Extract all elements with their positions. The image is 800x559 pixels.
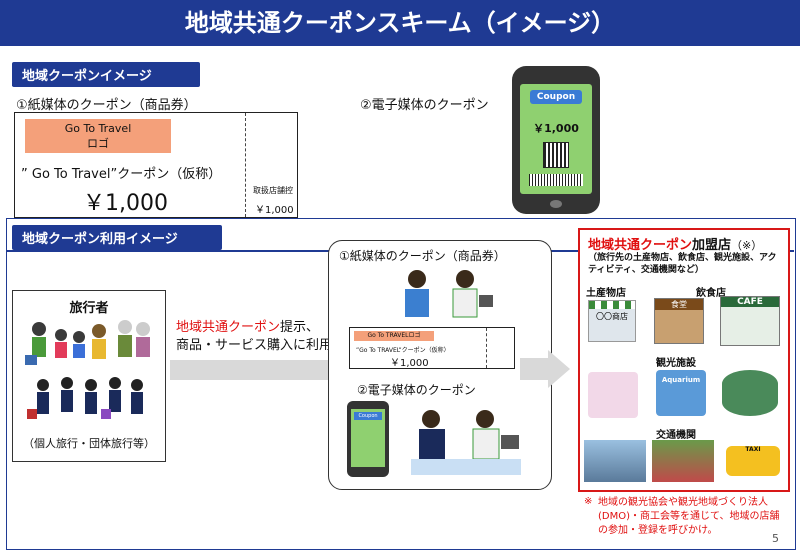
amusement-park-icon — [588, 372, 638, 418]
shop-clerk-icon — [405, 270, 493, 318]
home-button-icon — [550, 200, 562, 208]
page-title: 地域共通クーポンスキーム（イメージ） — [0, 0, 800, 46]
cafe-icon: CAFE — [720, 296, 780, 346]
souvenir-shop-icon: 〇〇商店 — [588, 300, 636, 342]
restaurant-label: 飲食店 — [696, 288, 726, 299]
arrow-caption-line1: 地域共通クーポン提示、 — [176, 316, 319, 335]
stores-subheading: （旅行先の土産物店、飲食店、観光施設、アクティビティ、交通機関など） — [588, 253, 777, 275]
coupon-stub-label: 取扱店舗控 — [253, 186, 293, 195]
mini-coupon-logo: Go To TRAVELロゴ — [354, 331, 434, 341]
aquarium-sign: Aquarium — [661, 376, 701, 384]
mini-paper-coupon: Go To TRAVELロゴ ”Go To TRAVEL”クーポン（仮称） ￥1… — [349, 327, 515, 369]
coupon-logo-text: Go To Travel — [64, 122, 132, 135]
paper-coupon: Go To Travel ロゴ ” Go To Travel”クーポン（仮称） … — [14, 112, 298, 218]
traveler-box: 旅行者 （個人旅行・団体旅行等） — [12, 290, 166, 462]
mini-coupon-perforation — [486, 328, 487, 368]
coupon-usage-box: ①紙媒体のクーポン（商品券） Go To TRAVELロゴ ”Go To TRA… — [328, 240, 552, 490]
phone-payment-icon — [411, 410, 521, 475]
arrow-to-stores-head — [548, 350, 570, 388]
train-photo — [652, 440, 714, 482]
stores-heading-mark: （※） — [731, 239, 763, 252]
traveler-note: （個人旅行・団体旅行等） — [23, 437, 155, 450]
souvenir-label: 土産物店 — [586, 288, 626, 299]
tourism-label: 観光施設 — [656, 358, 696, 369]
mini-phone-brand: Coupon — [354, 412, 382, 420]
travelers-icon — [25, 320, 150, 419]
stores-heading-black: 加盟店 — [692, 238, 732, 253]
shop-sign: 〇〇商店 — [596, 312, 628, 321]
coupon-price: ￥1,000 — [83, 191, 168, 216]
stores-heading-red: 地域共通クーポン — [588, 238, 693, 253]
arrow-to-stores-body — [520, 358, 550, 380]
cafe-sign: CAFE — [721, 297, 779, 307]
section-underline — [12, 84, 192, 86]
mid-paper-heading: ①紙媒体のクーポン（商品券） — [339, 249, 506, 263]
taxi-sign: TAXI — [745, 446, 761, 453]
traveler-heading: 旅行者 — [69, 301, 109, 316]
member-stores-box: 地域共通クーポン加盟店（※） （旅行先の土産物店、飲食店、観光施設、アクティビテ… — [578, 228, 790, 492]
transport-label: 交通機関 — [656, 430, 696, 441]
shokudo-sign: 食堂 — [655, 299, 703, 310]
taxi-icon: TAXI — [726, 446, 780, 476]
qr-code-icon — [543, 142, 569, 168]
digital-coupon-heading: ②電子媒体のクーポン — [360, 98, 489, 113]
mini-coupon-price: ￥1,000 — [390, 358, 429, 369]
coupon-logo-subtext: ロゴ — [87, 137, 109, 150]
ferry-photo — [584, 440, 646, 482]
arrow-caption-line2: 商品・サービス購入に利用 — [176, 338, 333, 353]
phone-coupon-amount: ￥1,000 — [533, 122, 579, 135]
section-label-usage-image: 地域クーポン利用イメージ — [12, 225, 222, 250]
coupon-stub-price: ￥1,000 — [255, 205, 294, 216]
coupon-perforation — [245, 113, 246, 217]
coupon-brand-badge: Coupon — [530, 90, 582, 104]
page-number: 5 — [772, 532, 779, 545]
footnote-text: 地域の観光協会や観光地域づくり法人(DMO)・商工会等を通じて、地域の店舗の参加… — [598, 497, 780, 536]
paper-coupon-heading: ①紙媒体のクーポン（商品券） — [16, 98, 197, 113]
coupon-logo-box: Go To Travel ロゴ — [25, 119, 171, 153]
arrow-caption-suffix: 提示、 — [280, 320, 320, 335]
aquarium-icon: Aquarium — [656, 370, 706, 416]
phone-screen: Coupon ￥1,000 — [520, 84, 592, 194]
arrow-caption-red: 地域共通クーポン — [176, 320, 281, 335]
coupon-name: ” Go To Travel”クーポン（仮称） — [21, 167, 222, 182]
stores-heading: 地域共通クーポン加盟店（※） — [588, 234, 762, 253]
section-label-coupon-image: 地域クーポンイメージ — [12, 62, 200, 87]
arrow-traveler-to-coupon — [170, 360, 328, 380]
smartphone-illustration: Coupon ￥1,000 — [512, 66, 600, 214]
restaurant-icon: 食堂 — [654, 298, 704, 344]
barcode-icon — [529, 174, 583, 186]
hot-spring-icon — [722, 370, 778, 416]
usage-image-panel — [6, 218, 796, 550]
mini-phone-icon: Coupon — [347, 401, 389, 477]
footnote-mark: ※ — [584, 496, 593, 507]
mini-coupon-name: ”Go To TRAVEL”クーポン（仮称） — [356, 347, 450, 354]
mid-digital-heading: ②電子媒体のクーポン — [357, 383, 476, 397]
